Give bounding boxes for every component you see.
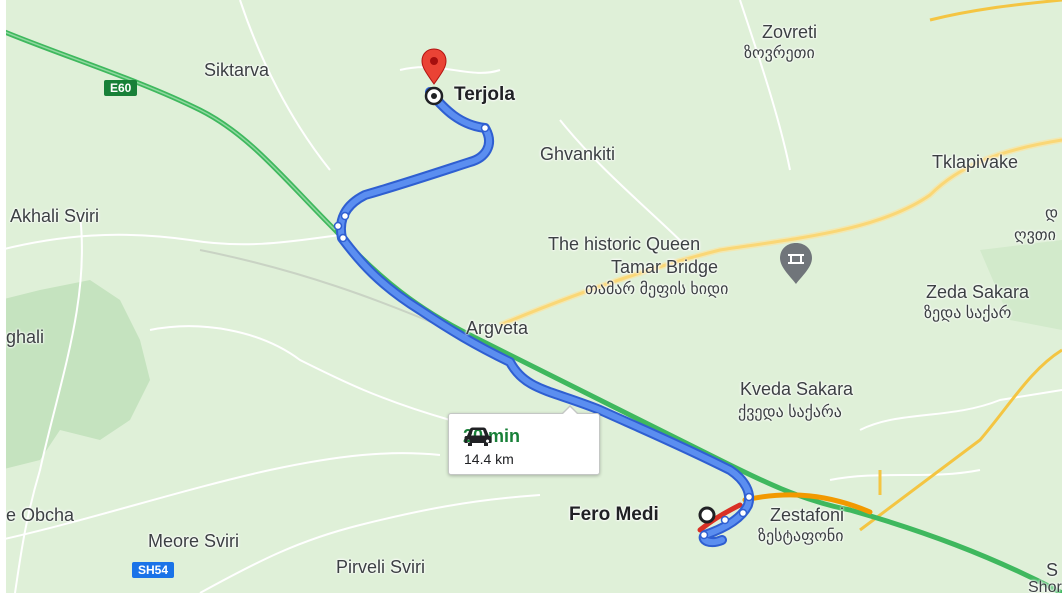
place-label-ghali[interactable]: ghali	[6, 327, 45, 347]
highway-shield-e60: E60	[104, 80, 138, 96]
place-label-ghvankiti[interactable]: Ghvankiti	[540, 144, 616, 164]
place-label-tklapivake[interactable]: Tklapivake	[932, 152, 1019, 172]
place-label-edge-right-2: ღვთი	[1014, 227, 1056, 244]
map-pin-icon	[421, 48, 447, 85]
place-label-zestafoni[interactable]: Zestafoni	[770, 505, 845, 525]
place-label-zovreti-ka: ზოვრეთი	[744, 45, 815, 62]
left-edge	[0, 0, 6, 593]
traffic-red	[697, 502, 743, 533]
place-label-akhali-sviri[interactable]: Akhali Sviri	[10, 206, 100, 226]
place-label-edge-right-1: დ	[1045, 205, 1059, 222]
place-label-pirveli-sviri[interactable]: Pirveli Sviri	[336, 557, 426, 577]
origin-marker	[698, 506, 716, 524]
forest-area	[0, 280, 150, 470]
traffic-orange	[742, 492, 873, 515]
place-label-edge-bottom-1: S	[1046, 560, 1059, 580]
bridge-landmark-icon	[780, 243, 812, 284]
place-label-zeda-sakara-ka: ზედა საქარ	[924, 305, 1012, 322]
rail-line	[199, 249, 451, 331]
route-line	[338, 89, 752, 546]
destination-label[interactable]: Terjola	[454, 84, 515, 105]
car-icon	[464, 427, 492, 446]
place-label-zovreti[interactable]: Zovreti	[762, 22, 818, 42]
place-label-kveda-sakara[interactable]: Kveda Sakara	[740, 379, 854, 399]
place-label-obcha[interactable]: e Obcha	[6, 505, 75, 525]
route-waypoints	[333, 123, 754, 540]
landmark-label-line2[interactable]: Tamar Bridge	[611, 257, 719, 277]
place-label-siktarva[interactable]: Siktarva	[204, 60, 270, 80]
landmark-label-line1[interactable]: The historic Queen	[548, 234, 701, 254]
place-label-edge-bottom-2: Shor	[1028, 579, 1062, 593]
place-label-zestafoni-ka: ზესტაფონი	[758, 528, 844, 545]
place-label-kveda-sakara-ka: ქვედა საქარა	[738, 404, 842, 421]
route-info-card[interactable]: 20 min 14.4 km	[448, 405, 600, 475]
highway-shield-sh54: SH54	[132, 562, 175, 578]
place-label-argveta[interactable]: Argveta	[466, 318, 529, 338]
route-distance: 14.4 km	[464, 451, 514, 467]
place-label-zeda-sakara[interactable]: Zeda Sakara	[926, 282, 1030, 302]
landmark-label-ka: თამარ მეფის ხიდი	[585, 281, 729, 298]
origin-label[interactable]: Fero Medi	[569, 504, 659, 525]
forest-area	[980, 240, 1062, 330]
place-label-meore-sviri[interactable]: Meore Sviri	[148, 531, 240, 551]
